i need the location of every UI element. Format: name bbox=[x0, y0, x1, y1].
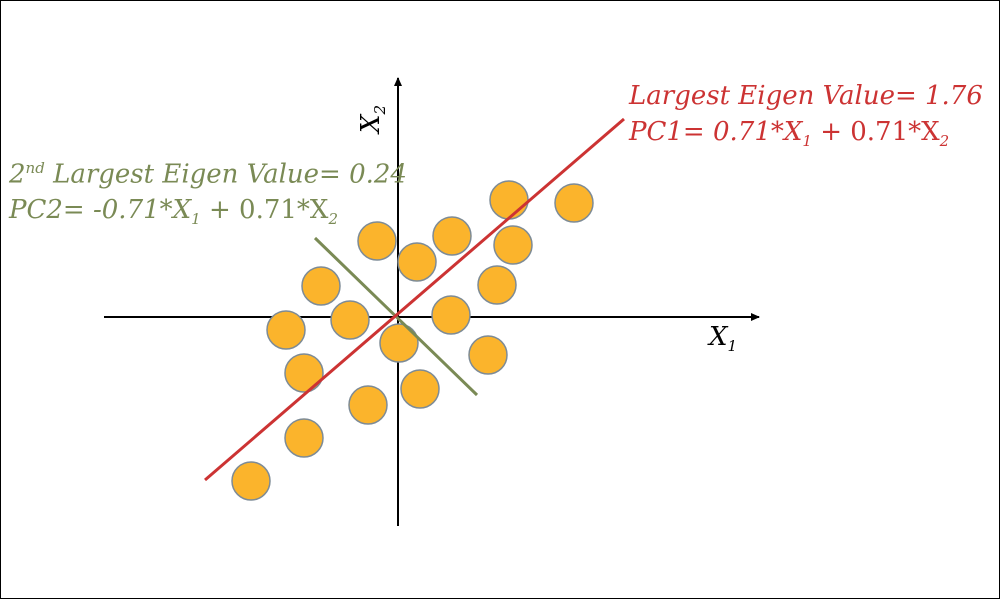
data-point bbox=[432, 216, 472, 256]
data-points bbox=[231, 180, 594, 501]
pc1-line bbox=[204, 117, 625, 482]
data-point bbox=[301, 266, 341, 306]
data-point bbox=[493, 225, 533, 265]
pc2-eigenvalue-label: 2nd Largest Eigen Value= 0.24 bbox=[9, 159, 407, 190]
data-point bbox=[379, 323, 419, 363]
data-point bbox=[397, 242, 437, 282]
data-point bbox=[489, 180, 529, 220]
pc2-equation-label: PC2= -0.71*X1 + 0.71*X2 bbox=[9, 195, 338, 229]
data-point bbox=[330, 300, 370, 340]
data-point bbox=[284, 353, 324, 393]
pc1-eigenvalue-label: Largest Eigen Value= 1.76 bbox=[629, 81, 983, 111]
data-point bbox=[554, 183, 594, 223]
data-point bbox=[284, 418, 324, 458]
pc1-equation-label: PC1= 0.71*X1 + 0.71*X2 bbox=[629, 117, 950, 151]
data-point bbox=[231, 461, 271, 501]
data-point bbox=[348, 385, 388, 425]
x1-axis-label: X1 bbox=[709, 322, 738, 356]
data-point bbox=[431, 295, 471, 335]
data-point bbox=[400, 369, 440, 409]
data-point bbox=[468, 335, 508, 375]
x2-axis-label: X2 bbox=[356, 104, 390, 133]
data-point bbox=[266, 310, 306, 350]
data-point bbox=[477, 265, 517, 305]
data-point bbox=[357, 221, 397, 261]
